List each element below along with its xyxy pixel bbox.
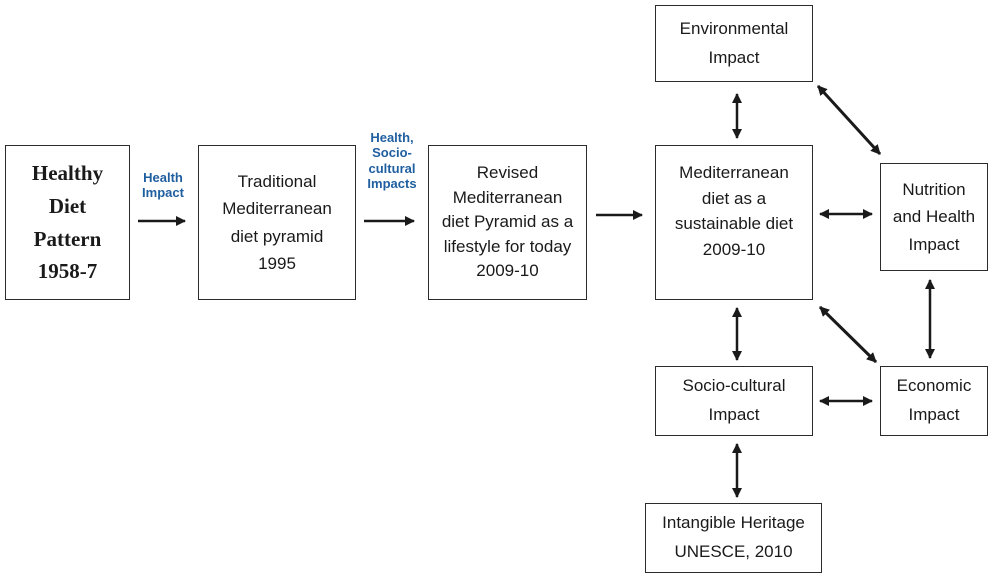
node-line: diet pyramid (230, 226, 324, 246)
node-sustainable-diet: Mediterranean diet as a sustainable diet… (655, 145, 813, 300)
node-text: Mediterranean diet as a sustainable diet… (675, 160, 793, 262)
node-traditional-pyramid: Traditional Mediterranean diet pyramid 1… (198, 145, 356, 300)
node-line: Traditional (237, 172, 317, 192)
node-sociocultural-impact: Socio-cultural Impact (655, 366, 813, 436)
node-economic-impact: Economic Impact (880, 366, 988, 436)
node-line: Mediterranean (222, 199, 332, 219)
edge-label-line: Impacts (367, 175, 417, 191)
edge-label-health-impact: Health Impact (132, 170, 194, 201)
node-line: Impact (908, 405, 960, 424)
node-text: Nutrition and Health Impact (893, 176, 975, 258)
node-text: Intangible Heritage UNESCE, 2010 (662, 509, 805, 567)
edge-label-health-sociocultural: Health, Socio- cultural Impacts (359, 130, 425, 191)
node-line: Impact (708, 47, 760, 67)
node-line: Economic (896, 376, 972, 396)
node-text: Traditional Mediterranean diet pyramid 1… (222, 168, 332, 277)
node-nutrition-health-impact: Nutrition and Health Impact (880, 163, 988, 271)
node-line: Healthy (31, 161, 104, 186)
node-line: Diet (48, 193, 87, 218)
node-line: 2009-10 (476, 261, 539, 281)
node-line: sustainable diet (674, 214, 794, 233)
node-text: Healthy Diet Pattern 1958-7 (32, 157, 103, 287)
node-line: 2009-10 (702, 239, 766, 259)
arrow-sustainable-economic (818, 305, 878, 364)
node-line: Socio-cultural (682, 376, 786, 396)
edge-label-line: cultural (368, 160, 416, 176)
edge-label-line: Socio- (372, 145, 412, 161)
node-line: lifestyle for today (443, 236, 572, 256)
node-line: Impact (908, 234, 960, 254)
node-line: Intangible Heritage (662, 513, 805, 533)
node-text: Revised Mediterranean diet Pyramid as a … (442, 161, 573, 284)
node-text: Socio-cultural Impact (683, 372, 786, 430)
node-environmental-impact: Environmental Impact (655, 5, 813, 82)
edge-label-line: Health, (370, 130, 414, 145)
edge-label-line: Impact (142, 185, 184, 201)
node-line: 1958-7 (37, 259, 98, 284)
node-line: UNESCE, 2010 (674, 542, 793, 561)
node-line: Environmental (679, 18, 789, 38)
node-revised-pyramid: Revised Mediterranean diet Pyramid as a … (428, 145, 587, 300)
node-line: Nutrition (902, 180, 966, 200)
node-text: Environmental Impact (680, 15, 789, 73)
node-text: Economic Impact (897, 372, 972, 430)
node-intangible-heritage: Intangible Heritage UNESCE, 2010 (645, 503, 822, 573)
node-healthy-diet-pattern: Healthy Diet Pattern 1958-7 (5, 145, 130, 300)
node-line: Impact (708, 405, 760, 424)
node-line: and Health (892, 207, 976, 227)
node-line: Revised (476, 162, 539, 182)
node-line: diet as a (701, 188, 767, 208)
node-line: Pattern (33, 226, 102, 251)
node-line: Mediterranean (679, 163, 789, 182)
arrow-environmental-nutrition (816, 84, 882, 156)
edge-label-line: Health (143, 170, 183, 185)
node-line: 1995 (258, 253, 296, 273)
node-line: diet Pyramid as a (441, 212, 574, 232)
node-line: Mediterranean (452, 187, 563, 207)
